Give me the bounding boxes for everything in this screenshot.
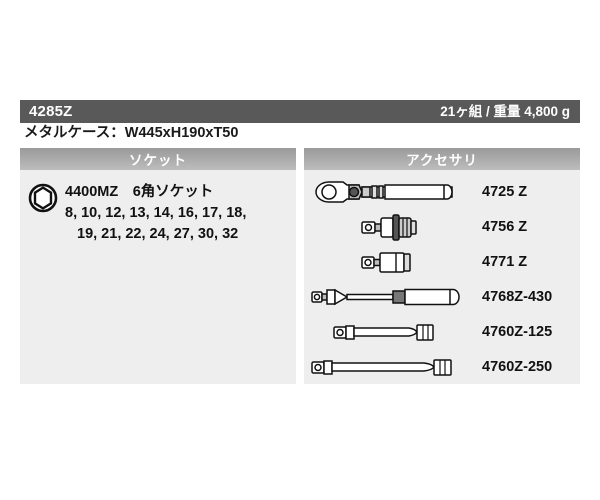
- universal-joint-icon: [304, 210, 480, 244]
- accessory-code: 4756 Z: [482, 218, 528, 235]
- accessory-list: 4725 Z: [304, 170, 580, 384]
- list-item: 4725 Z: [304, 174, 580, 209]
- sliding-t-handle-icon: [304, 280, 480, 314]
- product-code: 4285Z: [29, 103, 73, 120]
- accessory-column-header-label: アクセサリ: [406, 153, 478, 168]
- socket-column-header-label: ソケット: [129, 153, 187, 168]
- accessory-code: 4768Z-430: [482, 288, 553, 305]
- socket-description: 4400MZ 6角ソケット 8, 10, 12, 13, 14, 16, 17,…: [65, 182, 246, 245]
- contents-table: ソケット 4400MZ 6角ソケット 8, 10, 12, 13, 14, 16…: [20, 148, 580, 384]
- hex-socket-icon: [28, 183, 58, 213]
- socket-sizes-line-1: 8, 10, 12, 13, 14, 16, 17, 18,: [65, 205, 247, 222]
- accessory-code: 4760Z-125: [482, 323, 553, 340]
- accessory-column-header: アクセサリ: [304, 148, 580, 170]
- list-item: 4771 Z: [304, 244, 580, 279]
- socket-entry: 4400MZ 6角ソケット 8, 10, 12, 13, 14, 16, 17,…: [20, 170, 296, 245]
- extension-bar-250-icon: [304, 350, 480, 384]
- case-dimensions-caption: メタルケース：W445xH190xT50: [24, 125, 239, 141]
- socket-column-header: ソケット: [20, 148, 296, 170]
- list-item: 4760Z-125: [304, 314, 580, 349]
- socket-column-body: 4400MZ 6角ソケット 8, 10, 12, 13, 14, 16, 17,…: [20, 170, 296, 384]
- accessory-code: 4725 Z: [482, 183, 528, 200]
- accessory-column-body: 4725 Z: [304, 170, 580, 384]
- socket-model-label: 4400MZ 6角ソケット: [65, 184, 214, 200]
- product-title-bar: 4285Z 21ヶ組 / 重量 4,800 g: [20, 100, 580, 123]
- list-item: 4760Z-250: [304, 349, 580, 384]
- socket-column: ソケット 4400MZ 6角ソケット 8, 10, 12, 13, 14, 16…: [20, 148, 296, 384]
- adapter-icon: [304, 245, 480, 279]
- list-item: 4756 Z: [304, 209, 580, 244]
- extension-bar-125-icon: [304, 315, 480, 349]
- socket-sizes-line-2: 19, 21, 22, 24, 27, 30, 32: [77, 226, 239, 243]
- list-item: 4768Z-430: [304, 279, 580, 314]
- ratchet-handle-icon: [304, 175, 480, 209]
- accessory-code: 4760Z-250: [482, 358, 553, 375]
- accessory-column: アクセサリ: [304, 148, 580, 384]
- accessory-code: 4771 Z: [482, 253, 528, 270]
- product-quantity-weight: 21ヶ組 / 重量 4,800 g: [440, 103, 570, 119]
